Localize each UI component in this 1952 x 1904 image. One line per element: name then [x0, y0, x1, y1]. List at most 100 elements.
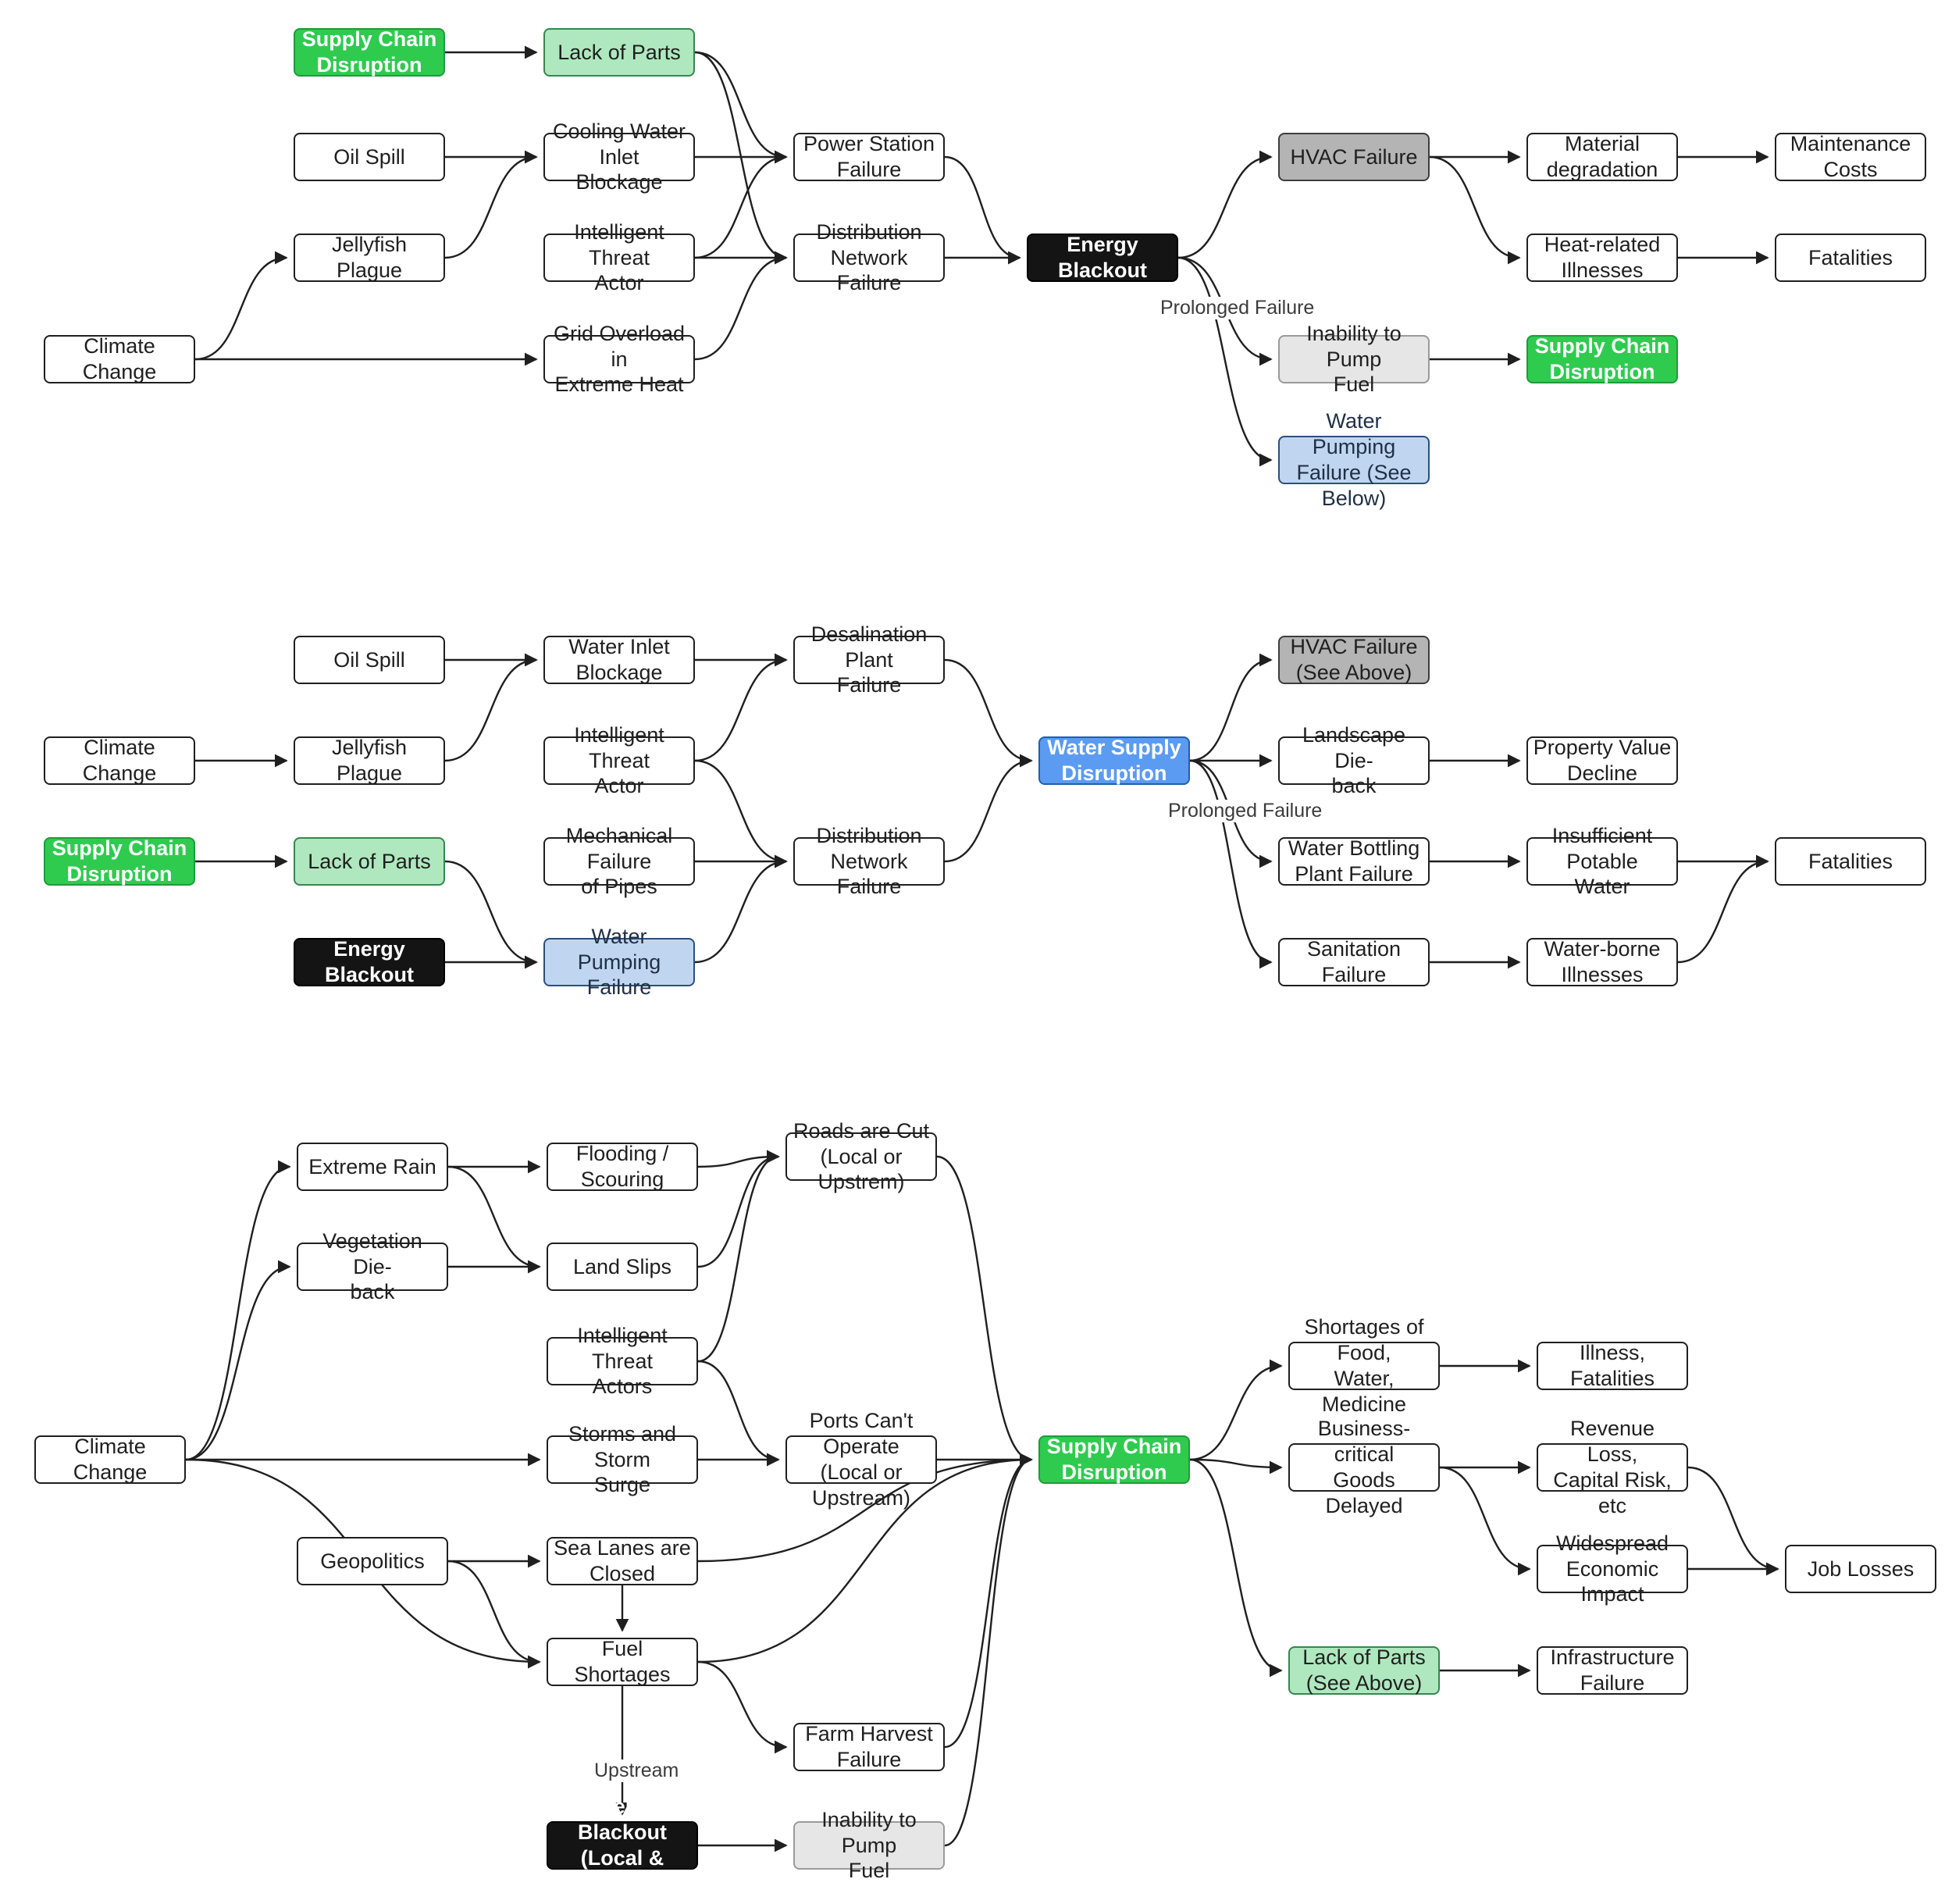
node-s3-geopolitics[interactable]: Geopolitics — [297, 1537, 448, 1585]
node-s2-distribution-network-failure[interactable]: Distribution Network Failure — [793, 824, 945, 898]
node-s2-insufficient-potable-water[interactable]: Insufficient Potable Water — [1526, 824, 1678, 898]
node-s1-hvac-failure[interactable]: HVAC Failure — [1278, 133, 1430, 181]
node-s3-energy-blackout[interactable]: Energy Blackout (Local & Upstream) — [547, 1795, 698, 1895]
edge-s2-desalination-plant-failure--s2-water-supply-disruption — [944, 658, 1033, 768]
node-s1-energy-blackout[interactable]: Energy Blackout — [1027, 233, 1178, 282]
node-s1-supply-chain-disruption[interactable]: Supply Chain Disruption — [294, 27, 445, 77]
edge-s2-intelligent-threat-actor--s2-distribution-network-failure — [694, 759, 788, 868]
edge-label-s1-prolonged-failure: Prolonged Failure — [1156, 297, 1320, 319]
node-s2-water-bottling-plant-failure[interactable]: Water Bottling Plant Failure — [1278, 836, 1430, 886]
edge-s3-climate-change--s3-extreme-rain — [185, 1160, 291, 1461]
node-s2-oil-spill[interactable]: Oil Spill — [294, 636, 445, 684]
node-s1-lack-of-parts[interactable]: Lack of Parts — [543, 28, 695, 77]
node-s3-roads-are-cut[interactable]: Roads are Cut (Local or Upstrem) — [785, 1119, 937, 1193]
node-s1-maintenance-costs[interactable]: Maintenance Costs — [1775, 132, 1926, 181]
node-s2-climate-change[interactable]: Climate Change — [44, 736, 195, 785]
node-s1-water-pumping-failure[interactable]: Water Pumping Failure (See Below) — [1278, 409, 1430, 510]
edge-label-s2-prolonged-failure: Prolonged Failure — [1163, 800, 1327, 822]
node-s1-material-degradation[interactable]: Material degradation — [1526, 132, 1678, 181]
node-s2-water-pumping-failure[interactable]: Water Pumping Failure — [543, 925, 695, 999]
node-s3-infrastructure-failure[interactable]: Infrastructure Failure — [1537, 1645, 1688, 1695]
node-s2-jellyfish-plague[interactable]: Jellyfish Plague — [294, 736, 445, 785]
edge-s1-power-station-failure--s1-energy-blackout — [944, 155, 1021, 265]
edge-s2-lack-of-parts--s2-water-pumping-failure — [444, 860, 538, 969]
edge-s3-supply-chain-disruption--s3-shortages-food-water-med — [1189, 1359, 1283, 1461]
node-s2-water-supply-disruption[interactable]: Water Supply Disruption — [1038, 736, 1190, 785]
node-s2-sanitation-failure[interactable]: Sanitation Failure — [1278, 937, 1430, 986]
node-s2-hvac-failure[interactable]: HVAC Failure (See Above) — [1278, 635, 1430, 684]
edge-s2-distribution-network-failure--s2-water-supply-disruption — [944, 754, 1033, 863]
node-s3-storms-and-storm-surge[interactable]: Storms and Storm Surge — [547, 1422, 698, 1496]
edge-s3-flooding-scouring--s3-roads-are-cut — [697, 1150, 780, 1168]
node-s3-widespread-economic-impact[interactable]: Widespread Economic Impact — [1537, 1531, 1688, 1606]
node-s3-climate-change[interactable]: Climate Change — [34, 1435, 186, 1484]
edge-s3-supply-chain-disruption--s3-business-critical-goods-delayed — [1189, 1458, 1283, 1474]
edge-s3-extreme-rain--s3-land-slips — [447, 1165, 541, 1274]
node-s1-grid-overload[interactable]: Grid Overload in Extreme Heat — [543, 322, 695, 396]
node-s3-business-critical-goods-delayed[interactable]: Business-critical Goods Delayed — [1288, 1417, 1440, 1517]
edge-s3-revenue-loss--s3-job-losses — [1687, 1466, 1779, 1576]
node-s1-cooling-water-inlet-blockage[interactable]: Cooling Water Inlet Blockage — [543, 119, 695, 194]
edge-s3-roads-are-cut--s3-supply-chain-disruption — [936, 1155, 1033, 1467]
edge-s3-geopolitics--s3-fuel-shortages — [447, 1560, 541, 1669]
node-s2-supply-chain-disruption[interactable]: Supply Chain Disruption — [44, 836, 195, 886]
node-s1-fatalities[interactable]: Fatalities — [1775, 234, 1926, 282]
node-s2-lack-of-parts[interactable]: Lack of Parts — [294, 837, 445, 886]
node-s1-jellyfish-plague[interactable]: Jellyfish Plague — [294, 233, 445, 282]
node-s3-inability-to-pump-fuel[interactable]: Inability to Pump Fuel — [793, 1808, 945, 1882]
node-s3-flooding-scouring[interactable]: Flooding / Scouring — [547, 1142, 698, 1191]
edge-s2-intelligent-threat-actor--s2-desalination-plant-failure — [694, 653, 788, 762]
edge-s3-fuel-shortages--s3-farm-harvest-failure — [697, 1660, 788, 1754]
edge-s3-farm-harvest-failure--s3-supply-chain-disruption — [944, 1453, 1033, 1749]
node-s2-water-inlet-blockage[interactable]: Water Inlet Blockage — [543, 635, 695, 684]
node-s3-sea-lanes-are-closed[interactable]: Sea Lanes are Closed — [547, 1536, 698, 1585]
node-s3-extreme-rain[interactable]: Extreme Rain — [297, 1143, 448, 1191]
edge-s2-water-borne-illnesses--s2-fatalities — [1677, 854, 1769, 964]
edge-s1-energy-blackout--s1-hvac-failure — [1177, 150, 1273, 259]
node-s1-distribution-network-failure[interactable]: Distribution Network Failure — [793, 220, 945, 294]
node-s1-intelligent-threat-actor[interactable]: Intelligent Threat Actor — [543, 220, 695, 294]
node-s3-ports-cant-operate[interactable]: Ports Can't Operate (Local or Upstream) — [785, 1409, 937, 1510]
edge-s3-inability-to-pump-fuel--s3-supply-chain-disruption — [944, 1453, 1033, 1847]
edge-s3-business-critical-goods-delayed--s3-widespread-economic-impact — [1439, 1466, 1531, 1576]
edge-s3-climate-change--s3-vegetation-die-back — [185, 1260, 291, 1461]
edge-s1-hvac-failure--s1-heat-related-illnesses — [1429, 155, 1521, 265]
node-s2-energy-blackout[interactable]: Energy Blackout — [294, 937, 445, 986]
edge-s2-water-pumping-failure--s2-distribution-network-failure — [694, 854, 788, 964]
node-s1-climate-change[interactable]: Climate Change — [44, 334, 195, 383]
node-s3-fuel-shortages[interactable]: Fuel Shortages — [547, 1637, 698, 1686]
node-s2-property-value-decline[interactable]: Property Value Decline — [1526, 736, 1678, 785]
node-s3-intelligent-threat-actors[interactable]: Intelligent Threat Actors — [547, 1324, 698, 1398]
node-s2-mechanical-failure-pipes[interactable]: Mechanical Failure of Pipes — [543, 824, 695, 898]
edge-s1-climate-change--s1-jellyfish-plague — [194, 251, 288, 361]
node-s3-land-slips[interactable]: Land Slips — [547, 1243, 698, 1291]
node-s2-landscape-die-back[interactable]: Landscape Die- back — [1278, 723, 1430, 797]
node-s1-heat-related-illnesses[interactable]: Heat-related Illnesses — [1526, 233, 1678, 282]
edge-s3-supply-chain-disruption--s3-lack-of-parts — [1189, 1458, 1283, 1678]
edge-s2-jellyfish-plague--s2-water-inlet-blockage — [444, 653, 538, 762]
edge-label-s3-upstream: Upstream — [590, 1760, 684, 1782]
node-s1-inability-to-pump-fuel[interactable]: Inability to Pump Fuel — [1278, 322, 1430, 396]
node-s1-oil-spill[interactable]: Oil Spill — [294, 133, 445, 181]
node-s3-lack-of-parts[interactable]: Lack of Parts (See Above) — [1288, 1645, 1440, 1695]
node-s3-farm-harvest-failure[interactable]: Farm Harvest Failure — [793, 1722, 945, 1771]
edge-s1-energy-blackout--s1-water-pumping-failure — [1177, 256, 1273, 467]
node-s2-desalination-plant-failure[interactable]: Desalination Plant Failure — [793, 622, 945, 697]
node-s1-supply-chain-disruption-2[interactable]: Supply Chain Disruption — [1526, 334, 1678, 383]
edge-s1-jellyfish-plague--s1-cooling-water-inlet-blockage — [444, 150, 538, 259]
edge-s1-grid-overload--s1-distribution-network-failure — [694, 251, 788, 361]
node-s3-vegetation-die-back[interactable]: Vegetation Die- back — [297, 1229, 448, 1303]
node-s3-illness-fatalities[interactable]: Illness, Fatalities — [1537, 1341, 1688, 1390]
node-s2-fatalities[interactable]: Fatalities — [1775, 837, 1926, 886]
edge-s3-intelligent-threat-actors--s3-roads-are-cut — [697, 1150, 780, 1363]
node-s2-intelligent-threat-actor[interactable]: Intelligent Threat Actor — [543, 723, 695, 797]
node-s3-revenue-loss[interactable]: Revenue Loss, Capital Risk, etc — [1537, 1417, 1688, 1517]
edge-s3-land-slips--s3-roads-are-cut — [697, 1150, 780, 1268]
node-s2-water-borne-illnesses[interactable]: Water-borne Illnesses — [1526, 937, 1678, 986]
node-s3-supply-chain-disruption[interactable]: Supply Chain Disruption — [1038, 1435, 1190, 1484]
edge-s1-lack-of-parts--s1-distribution-network-failure — [694, 51, 788, 265]
node-s1-power-station-failure[interactable]: Power Station Failure — [793, 132, 945, 181]
node-s3-shortages-food-water-med[interactable]: Shortages of Food, Water, Medicine — [1288, 1315, 1440, 1416]
node-s3-job-losses[interactable]: Job Losses — [1785, 1545, 1936, 1593]
